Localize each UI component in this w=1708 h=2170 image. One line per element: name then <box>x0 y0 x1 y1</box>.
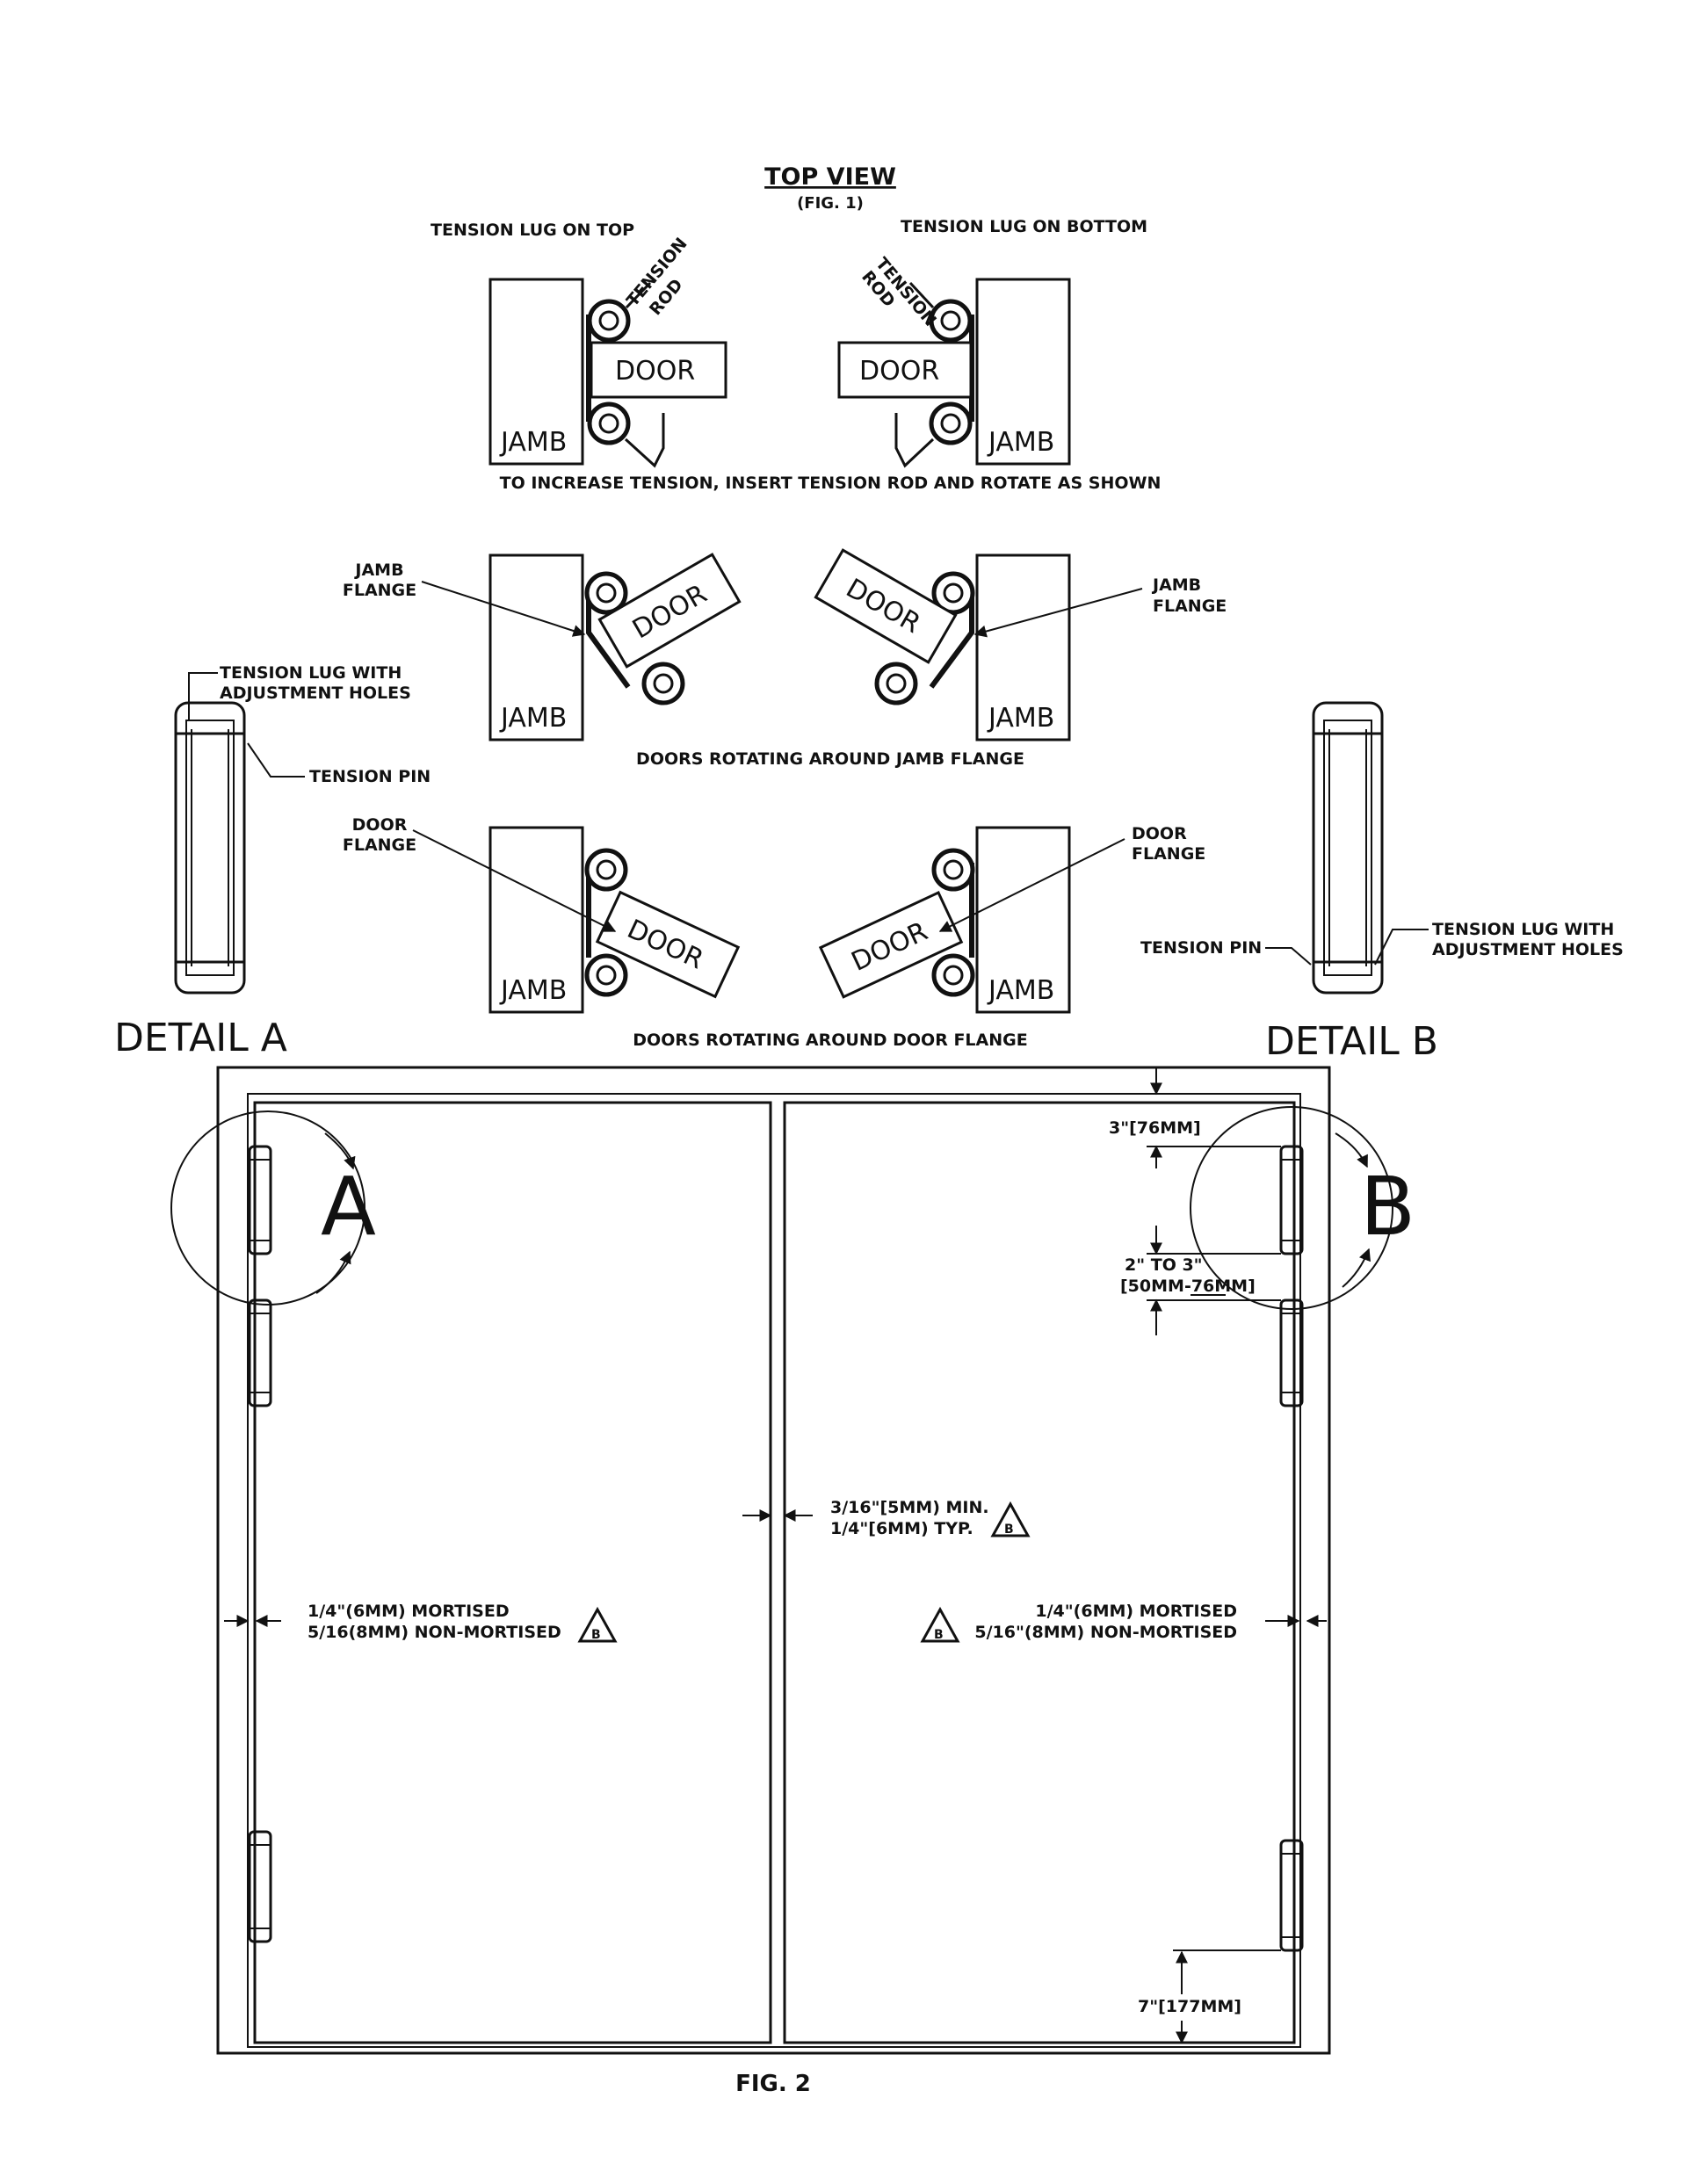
center-gap-min: 3/16"[5MM) MIN. <box>830 1498 989 1517</box>
door-label: DOOR <box>615 356 695 387</box>
door-box <box>818 891 964 999</box>
hinge-roller-icon <box>248 1298 272 1407</box>
left-gap-mortised: 1/4"(6MM) MORTISED <box>308 1602 510 1621</box>
jamb-flange-caption: DOORS ROTATING AROUND JAMB FLANGE <box>636 749 1024 769</box>
jamb-flange-label: JAMB <box>1151 575 1201 595</box>
svg-text:B: B <box>591 1628 601 1642</box>
revision-triangle-icon: B <box>577 1606 618 1643</box>
jamb-label: JAMB <box>987 703 1054 734</box>
detail-a-callout-circle <box>170 1110 365 1306</box>
hinge-roller-icon <box>1279 1839 1304 1952</box>
svg-text:FLANGE: FLANGE <box>1132 844 1205 864</box>
door-flange-label: DOOR <box>1132 824 1187 843</box>
svg-text:ADJUSTMENT HOLES: ADJUSTMENT HOLES <box>220 684 411 703</box>
frame-inner-line <box>247 1093 1301 2048</box>
fig1-top-view: TOP VIEW (FIG. 1) TENSION LUG ON TOP TEN… <box>343 163 1227 1050</box>
svg-text:FLANGE: FLANGE <box>343 581 416 600</box>
detail-b-marker: B <box>1360 1160 1415 1254</box>
detail-b-callout-circle <box>1190 1106 1393 1310</box>
detail-b: TENSION LUG WITH ADJUSTMENT HOLES TENSIO… <box>1140 701 1624 1064</box>
row3-right-assembly: JAMB DOOR DOOR FLANGE <box>818 824 1205 1014</box>
jamb-label: JAMB <box>987 427 1054 458</box>
label-lug-on-bottom: TENSION LUG ON BOTTOM <box>901 217 1147 236</box>
jamb-box <box>975 278 1071 466</box>
jamb-label: JAMB <box>987 975 1054 1006</box>
door-box <box>590 341 727 399</box>
right-gap-mortised: 1/4"(6MM) MORTISED <box>1035 1602 1237 1621</box>
door-box <box>814 548 958 664</box>
door-box <box>837 341 973 399</box>
jamb-box <box>975 826 1071 1014</box>
dim-top-hinge: 3"[76MM] <box>1109 1118 1201 1138</box>
svg-text:B: B <box>1004 1523 1014 1537</box>
jamb-flange-label: JAMB <box>353 561 403 580</box>
detail-b-title: DETAIL B <box>1265 1019 1438 1064</box>
svg-text:FLANGE: FLANGE <box>1153 597 1227 616</box>
center-gap-typ: 1/4"[6MM) TYP. <box>830 1519 973 1538</box>
detail-a-title: DETAIL A <box>114 1016 287 1060</box>
revision-triangle-icon: B <box>990 1501 1031 1537</box>
row3-left-assembly: JAMB DOOR DOOR FLANGE <box>343 815 741 1014</box>
dim-bottom-hinge: 7"[177MM] <box>1138 1997 1241 2016</box>
svg-text:B: B <box>934 1628 944 1642</box>
dim-hinge-gap-2: [50MM-76MM] <box>1120 1277 1256 1296</box>
outer-frame <box>216 1066 1331 2055</box>
door-flange-label: DOOR <box>352 815 408 835</box>
detail-a-lug-label: TENSION LUG WITH <box>220 663 402 683</box>
door-flange-caption: DOORS ROTATING AROUND DOOR FLANGE <box>633 1031 1027 1050</box>
jamb-label: JAMB <box>499 427 567 458</box>
left-gap-non-mortised: 5/16(8MM) NON-MORTISED <box>308 1623 561 1642</box>
right-gap-non-mortised: 5/16"(8MM) NON-MORTISED <box>974 1623 1237 1642</box>
right-door-leaf <box>783 1101 1296 2044</box>
detail-b-lug-label: TENSION LUG WITH <box>1432 920 1614 939</box>
svg-text:ADJUSTMENT HOLES: ADJUSTMENT HOLES <box>1432 940 1624 959</box>
hinge-roller-icon <box>1279 1298 1304 1407</box>
top-view-subtitle: (FIG. 1) <box>797 194 864 213</box>
jamb-box <box>975 553 1071 741</box>
label-lug-on-top: TENSION LUG ON TOP <box>431 221 634 240</box>
door-box <box>597 553 742 669</box>
jamb-box <box>489 826 584 1014</box>
hinge-roller-icon <box>1279 1145 1304 1255</box>
increase-tension-caption: TO INCREASE TENSION, INSERT TENSION ROD … <box>500 474 1162 493</box>
revision-triangle-icon: B <box>920 1606 960 1643</box>
jamb-box <box>489 278 584 466</box>
hinge-roller-icon <box>248 1145 272 1255</box>
detail-b-pin-label: TENSION PIN <box>1140 938 1262 958</box>
row2-left-assembly: JAMB DOOR JAMB FLANGE <box>343 553 742 741</box>
detail-a-marker: A <box>321 1160 376 1254</box>
detail-a-pin-label: TENSION PIN <box>309 767 431 786</box>
hinge-roller-icon <box>248 1830 272 1943</box>
jamb-label: JAMB <box>499 703 567 734</box>
jamb-label: JAMB <box>499 975 567 1006</box>
svg-text:FLANGE: FLANGE <box>343 835 416 855</box>
left-door-leaf <box>253 1101 772 2044</box>
dim-hinge-gap-1: 2" TO 3" <box>1125 1255 1203 1275</box>
door-box <box>595 890 741 999</box>
top-view-title: TOP VIEW <box>764 163 896 191</box>
fig2-caption: FIG. 2 <box>735 2071 811 2097</box>
door-label: DOOR <box>859 356 939 387</box>
row2-right-assembly: JAMB DOOR JAMB FLANGE <box>814 548 1227 741</box>
row1-left-assembly: JAMB DOOR TENSION ROD <box>489 235 727 468</box>
jamb-box <box>489 553 584 741</box>
row1-right-assembly: JAMB DOOR TENSION ROD <box>837 254 1071 468</box>
detail-a: TENSION LUG WITH ADJUSTMENT HOLES TENSIO… <box>114 663 431 1060</box>
fig2-front-view: A B 3"[76MM] 2" TO 3" [50MM-76MM] 3/16"[… <box>170 1066 1415 2097</box>
